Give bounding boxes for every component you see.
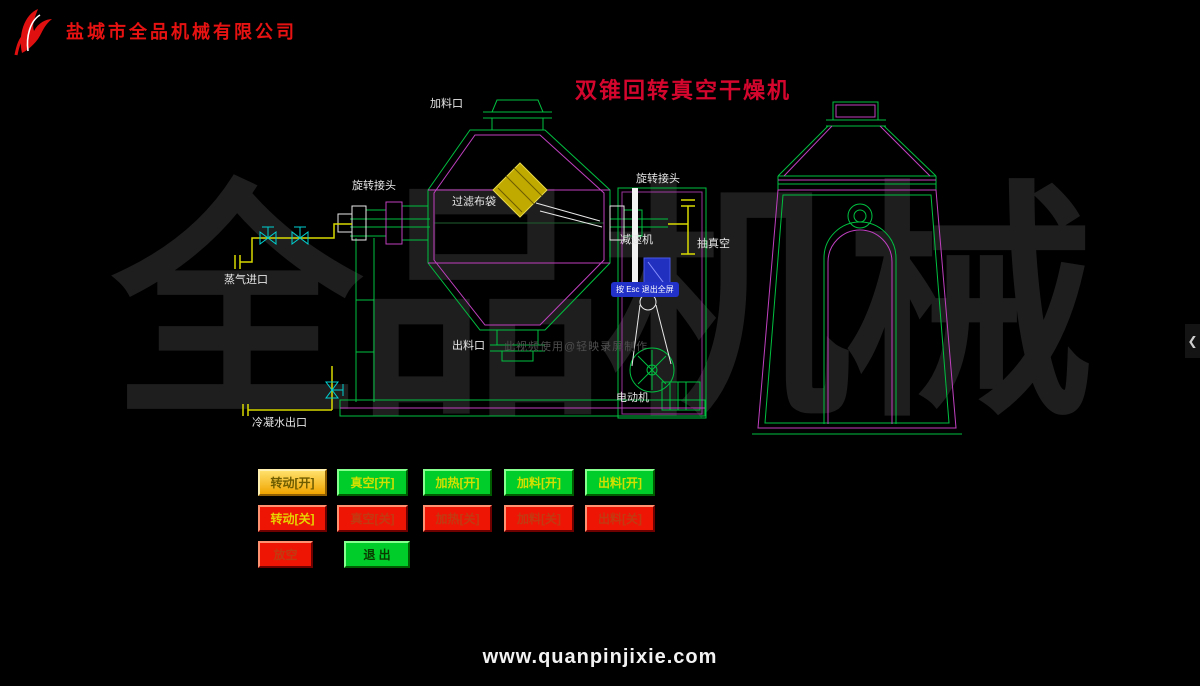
diagram-green-lines bbox=[339, 99, 962, 435]
label-steam-inlet: 蒸气进口 bbox=[224, 274, 268, 286]
discharge-on-button[interactable]: 出料[开] bbox=[585, 469, 655, 496]
heat-off-button[interactable]: 加热[关] bbox=[423, 505, 492, 532]
company-name: 盐城市全品机械有限公司 bbox=[66, 22, 297, 42]
chevron-left-icon: ❮ bbox=[1187, 334, 1198, 348]
label-feed-port: 加料口 bbox=[430, 98, 463, 110]
label-filter-bag: 过滤布袋 bbox=[452, 196, 496, 208]
esc-fullscreen-hint: 按 Esc 退出全屏 bbox=[611, 282, 679, 297]
label-rotary-joint-left: 旋转接头 bbox=[352, 180, 396, 192]
page-title: 双锥回转真空干燥机 bbox=[575, 78, 792, 103]
label-condensate-outlet: 冷凝水出口 bbox=[252, 417, 307, 429]
label-rotary-joint-right: 旋转接头 bbox=[636, 173, 680, 185]
label-motor: 电动机 bbox=[616, 392, 649, 404]
drive-shaft-bar bbox=[632, 188, 638, 292]
rotate-off-button[interactable]: 转动[关] bbox=[258, 505, 327, 532]
vent-button[interactable]: 放空 bbox=[258, 541, 313, 568]
exit-button[interactable]: 退 出 bbox=[344, 541, 410, 568]
footer-website-url: www.quanpinjixie.com bbox=[482, 646, 718, 668]
company-logo-icon bbox=[14, 9, 52, 56]
filter-bag-shape bbox=[492, 162, 548, 218]
piping-yellow bbox=[234, 199, 695, 416]
rotate-on-button[interactable]: 转动[开] bbox=[258, 469, 327, 496]
discharge-off-button[interactable]: 出料[关] bbox=[585, 505, 655, 532]
label-discharge-port: 出料口 bbox=[452, 340, 485, 352]
feed-on-button[interactable]: 加料[开] bbox=[504, 469, 574, 496]
recorder-credit-watermark: 此视频使用@轻映录屏制作 bbox=[504, 341, 649, 353]
heat-on-button[interactable]: 加热[开] bbox=[423, 469, 492, 496]
feed-off-button[interactable]: 加料[关] bbox=[504, 505, 574, 532]
vacuum-off-button[interactable]: 真空[关] bbox=[337, 505, 408, 532]
label-reducer: 减速机 bbox=[620, 234, 653, 246]
prev-slide-control[interactable]: ❮ bbox=[1185, 324, 1200, 358]
diagram-magenta-lines bbox=[340, 104, 957, 429]
label-vacuum-port: 抽真空 bbox=[697, 238, 730, 250]
vacuum-on-button[interactable]: 真空[开] bbox=[337, 469, 408, 496]
background-watermark: 全品机械 bbox=[112, 166, 1094, 445]
header-brand: 盐城市全品机械有限公司 bbox=[8, 5, 297, 57]
valves-cyan bbox=[259, 226, 344, 399]
